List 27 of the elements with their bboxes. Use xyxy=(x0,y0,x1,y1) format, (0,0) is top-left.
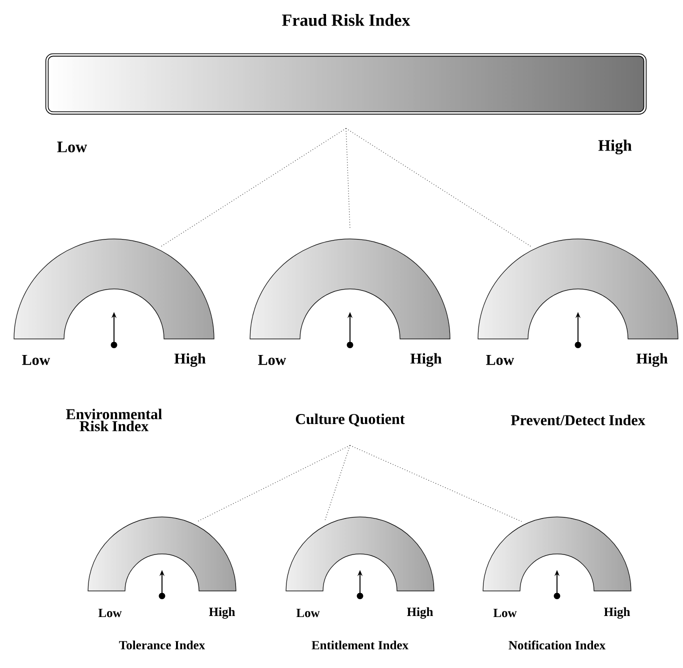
chart-title: Fraud Risk Index xyxy=(282,14,410,26)
gauge-title: Culture Quotient xyxy=(296,414,405,426)
scale-label: Low xyxy=(22,355,50,365)
scale-label: Low xyxy=(57,142,88,152)
gauge-title: Tolerance Index xyxy=(119,640,206,650)
scale-label: High xyxy=(636,353,668,367)
scale-label: High xyxy=(598,140,632,154)
scale-label: Low xyxy=(98,608,122,618)
gauge-title: Prevent/Detect Index xyxy=(510,414,646,426)
scale-label: High xyxy=(407,607,434,619)
scale-label: Low xyxy=(486,355,514,365)
scale-label: Low xyxy=(258,355,286,365)
gauge-title: Entitlement Index xyxy=(312,640,408,650)
gauge-title: Environmental Risk Index xyxy=(66,408,162,432)
scale-label: Low xyxy=(296,608,320,618)
gauge-title: Notification Index xyxy=(508,640,606,650)
connector-line xyxy=(346,128,350,230)
scale-label: Low xyxy=(493,608,517,618)
connector-line xyxy=(346,128,532,247)
connector-line xyxy=(197,445,350,522)
connector-line xyxy=(160,128,346,247)
scale-label: High xyxy=(209,607,236,619)
connector-line xyxy=(324,445,350,522)
scale-label: High xyxy=(174,353,206,367)
scale-label: High xyxy=(604,607,630,619)
connector-line xyxy=(350,445,522,522)
scale-label: High xyxy=(410,353,442,367)
